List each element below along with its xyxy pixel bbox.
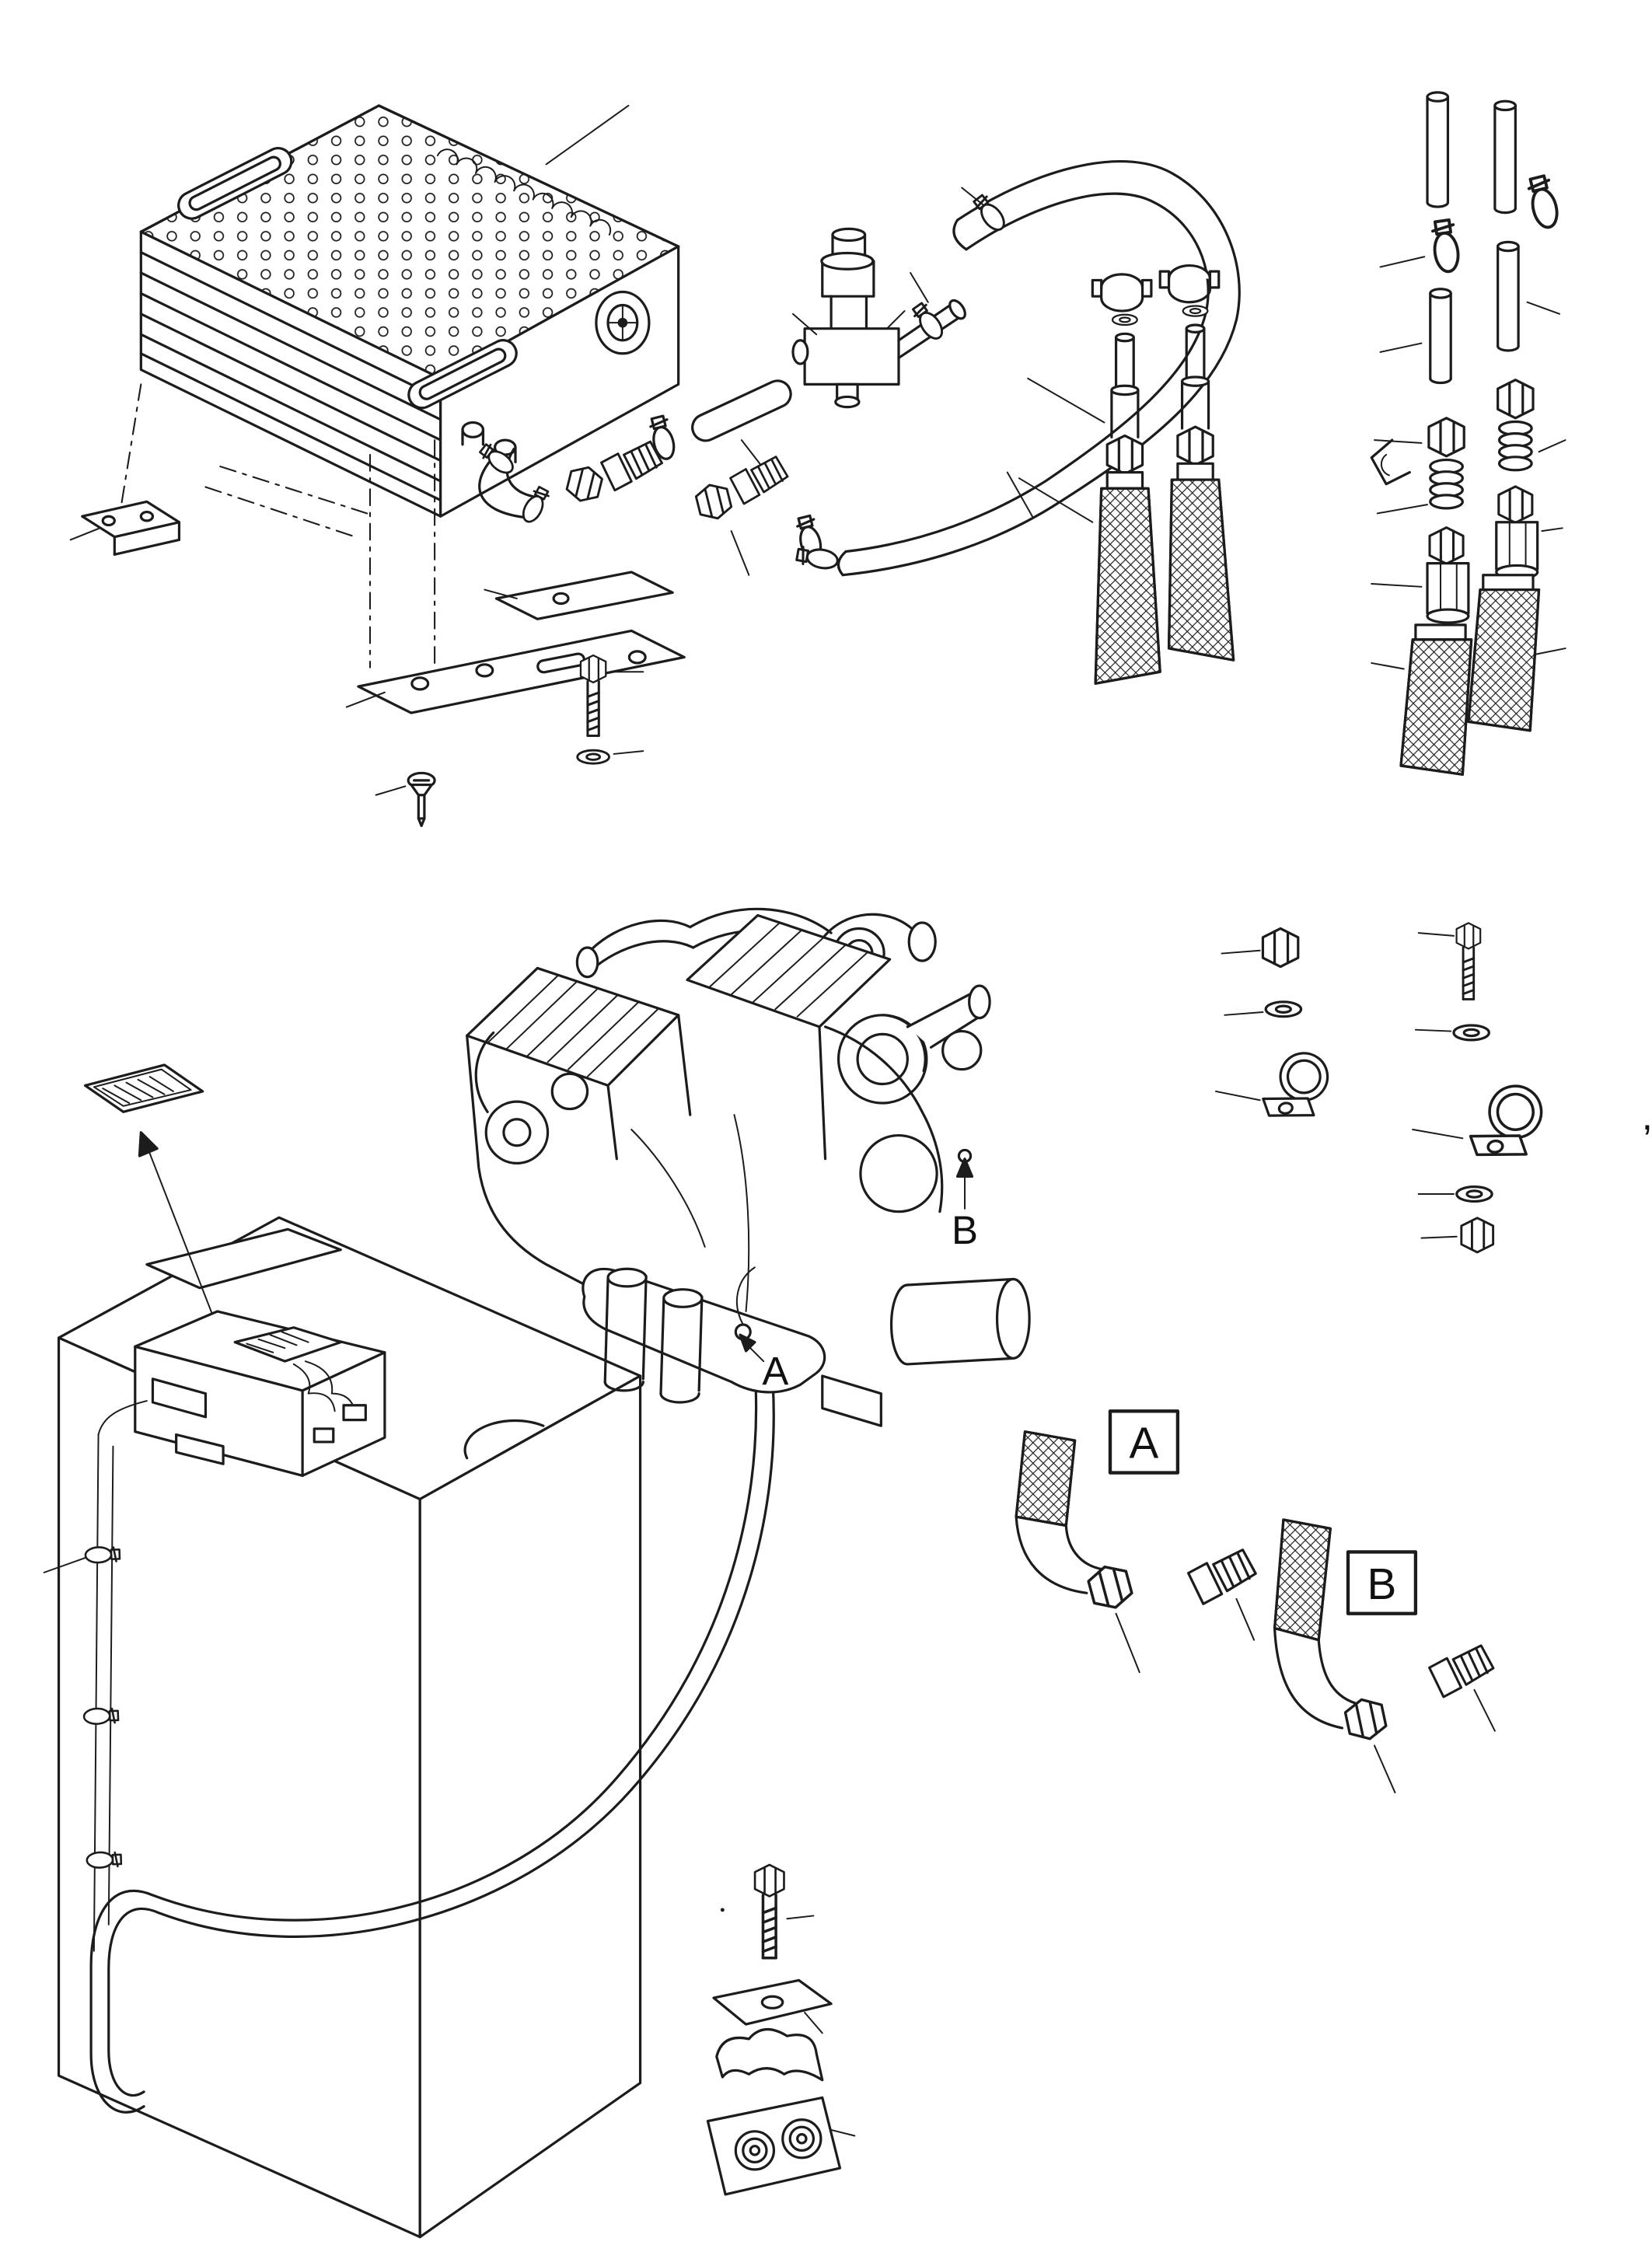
- valve-cover-icon: [686, 913, 892, 1028]
- detail-a: A: [1015, 1409, 1262, 1674]
- heater-outlet-fittings: [461, 379, 826, 576]
- compression-fitting-hoses: [1018, 264, 1235, 685]
- clamp-upper-half-icon: [715, 2028, 824, 2082]
- coolant-hose-icon: [795, 159, 1241, 577]
- pclamp-hardware-right: [1412, 923, 1550, 1254]
- clamp-plate-icon: [712, 1978, 833, 2034]
- countersunk-screw-icon: [375, 771, 436, 827]
- mounting-bracket-icon: [69, 500, 181, 556]
- stray-comma-text: ,: [1642, 1094, 1652, 1138]
- instruction-label-icon: [83, 1063, 204, 1113]
- detail-b-label: B: [1367, 1560, 1397, 1609]
- turbocharger-icon: [836, 984, 991, 1105]
- washer-icon: [576, 749, 644, 765]
- vent-grille-icon: [407, 339, 518, 410]
- heater-mounting-hardware: [69, 383, 686, 827]
- solenoid-valve-icon: [791, 227, 966, 409]
- valve-cover-icon: [466, 966, 680, 1087]
- hose-routing-icon: [43, 1336, 775, 2114]
- wiring-harness-icon: [233, 1326, 367, 1444]
- engine-ref-b-label: B: [952, 1208, 978, 1252]
- heater-unit: [139, 104, 680, 518]
- label-pointer-arrow: [138, 1131, 222, 1336]
- vent-grille-icon: [177, 147, 293, 220]
- hose-parts-column: [1370, 91, 1566, 776]
- hex-bolt-icon: [581, 655, 644, 736]
- detail-a-label: A: [1130, 1419, 1159, 1468]
- detail-b-box: [1346, 1550, 1418, 1615]
- line-clamp-assembly: [706, 1865, 856, 2196]
- mounting-bar-icon: [484, 571, 674, 620]
- engine-icon: A B: [466, 907, 1031, 1427]
- detail-b: B: [1273, 1518, 1499, 1793]
- pclamp-hardware-left: [1215, 927, 1336, 1125]
- engine-ref-a-label: A: [762, 1349, 788, 1393]
- fan-opening-icon: [595, 290, 651, 355]
- mounting-bar-icon: [345, 629, 686, 714]
- control-unit-icon: [97, 1310, 386, 1477]
- detail-a-box: [1108, 1409, 1180, 1475]
- clamp-lower-half-icon: [706, 2096, 856, 2196]
